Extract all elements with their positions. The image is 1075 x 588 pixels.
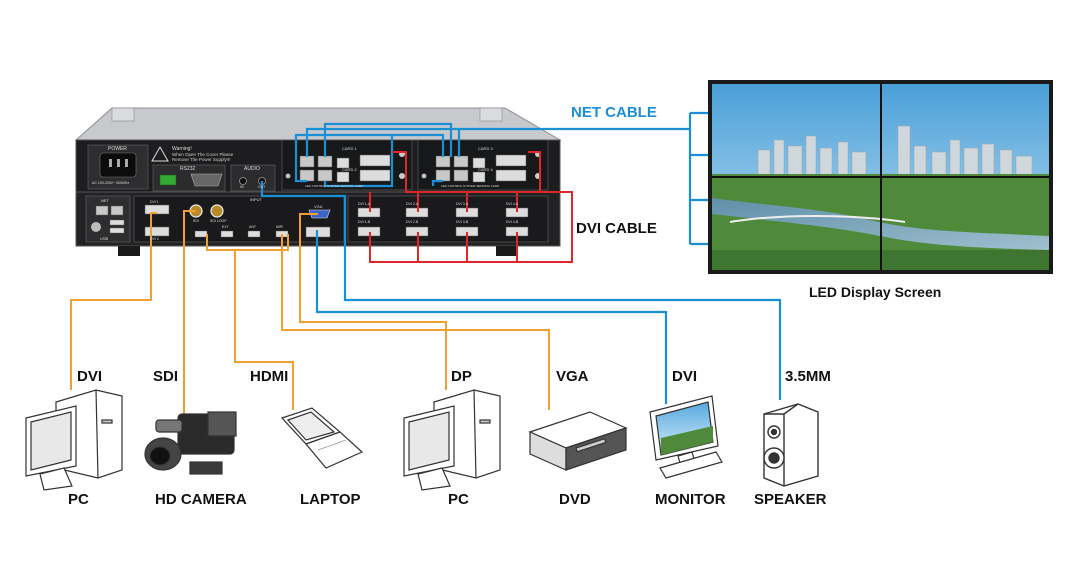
dvi-out-3b-label: DVI 3-B [456,220,469,224]
source-cable-lines [70,210,550,420]
warning-title: Warning! [172,146,192,152]
signal-label-hdmi: HDMI [250,368,289,385]
vga-port-label: VGA [314,204,323,209]
pc-1-icon [25,389,123,491]
signal-label-sdi: SDI [153,368,179,385]
sdi-loop-label: SDI LOOP [210,219,227,223]
dvi-out-1b-label: DVI 1-B [358,220,371,224]
card-4-label: CARD 4 [478,167,493,172]
device-name-dvd: DVD [559,491,591,508]
power-label: POWER [108,146,127,152]
rj45-ports-card-1-2 [285,151,405,183]
dvi-cable-lines [369,151,573,263]
hdmi-mipi-label: MIPI [276,225,284,229]
signal-label-dvi-pc: DVI [77,368,103,385]
pc-2-icon [403,389,501,491]
signal-label-dvi-monitor: DVI [672,368,698,385]
device-name-speaker: SPEAKER [754,491,827,508]
signal-label-vga: VGA [556,368,589,385]
device-name-pc-1: PC [68,491,89,508]
device-name-monitor: MONITOR [655,491,726,508]
power-spec-label: AC 100-240V~ 50/60Hz [92,181,130,185]
dvi-out-2a-label: DVI 2-A [406,202,419,206]
dvi-out-2b-label: DVI 2-B [406,220,419,224]
dvi-in-2-label: DVI 2 [150,237,159,241]
net-cable-lines [260,111,782,404]
sending-card-label-2: LED CONTROL SYSTEM SENDING CARD [441,184,500,188]
sdi-label: SDI [193,219,199,223]
led-screen-caption: LED Display Screen [809,284,942,300]
device-name-pc-2: PC [448,491,469,508]
audio-label: AUDIO [244,166,260,172]
dvi-out-4b-label: DVI 4-B [506,220,519,224]
dvi-in-1-label: DVI 1 [150,200,159,204]
card-1-label: CARD 1 [342,146,357,151]
speaker-icon [763,403,819,487]
device-name-laptop: LAPTOP [300,491,361,508]
dvi-out-1a-label: DVI 1-A [358,202,371,206]
card-2-label: CARD 2 [342,167,357,172]
dvi-out-3a-label: DVI 3-A [456,202,469,206]
audio-out-label: OUT [258,185,266,189]
hdmi-ext-label: EXT [222,225,229,229]
net-cable-label: NET CABLE [571,104,657,121]
device-name-hd-camera: HD CAMERA [155,491,247,508]
signal-label-3-5mm: 3.5MM [785,368,831,385]
warning-line-1: When Open The Cover Please [172,152,234,157]
dvi-cable-label: DVI CABLE [576,220,657,237]
input-board-label: INPUT [250,197,262,202]
laptop-icon [280,407,364,469]
rs232-label: RS232 [180,166,196,172]
sending-card-label-1: LED CONTROL SYSTEM SENDING CARD [305,184,364,188]
warning-line-2: Remove The Power Supply!!! [172,157,231,162]
card-3-label: CARD 3 [478,146,493,151]
dvd-player-icon [528,411,628,471]
monitor-icon [649,395,723,479]
hdmi-ant-label: ANT [249,225,256,229]
led-display-screen [708,80,1053,274]
dvi-out-4a-label: DVI 4-A [506,202,519,206]
signal-label-dp: DP [451,368,472,385]
usb-port-label: USB [100,236,109,241]
audio-in-label: IN [240,185,244,189]
hd-camera-icon [144,411,237,475]
net-port-label: NET [101,198,109,203]
